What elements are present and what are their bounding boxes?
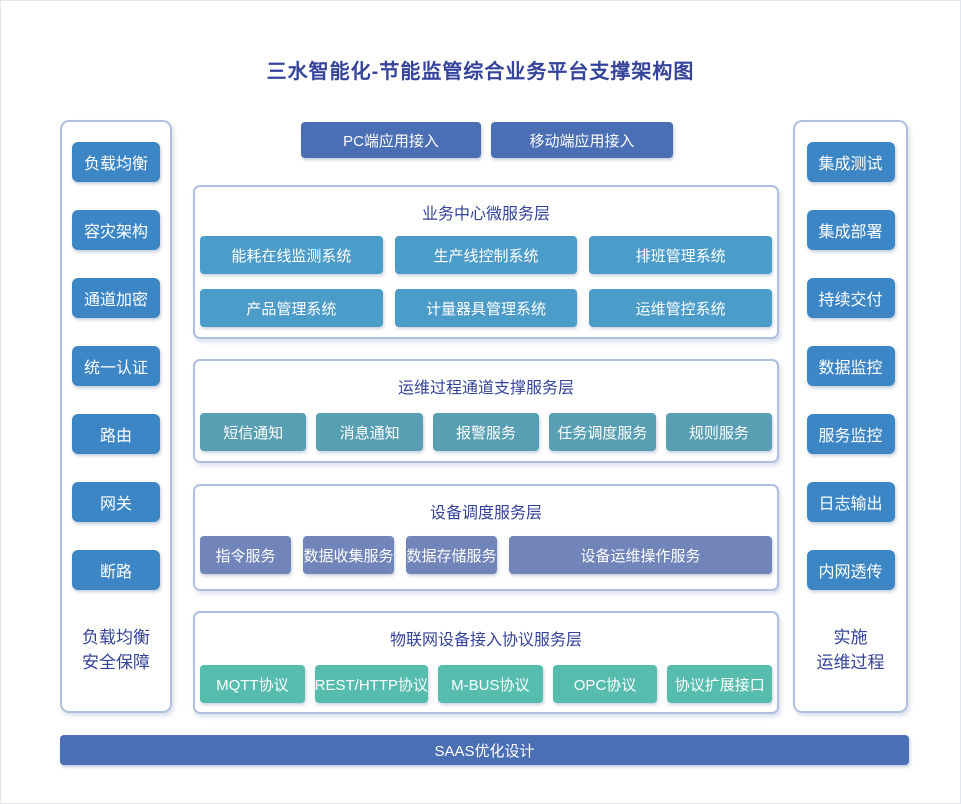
layer-title: 运维过程通道支撑服务层 xyxy=(397,380,574,397)
layer3-row1: 指令服务数据收集服务数据存储服务设备运维操作服务 xyxy=(200,536,772,574)
left-panel-box: 网关 xyxy=(72,482,160,522)
right-panel-box: 数据监控 xyxy=(806,346,895,386)
layer1-row1: 能耗在线监测系统生产线控制系统排班管理系统 xyxy=(200,236,773,274)
left-panel-box: 统一认证 xyxy=(72,346,160,386)
layer2-row1: 短信通知消息通知报警服务任务调度服务规则服务 xyxy=(200,413,773,451)
protocol-box: OPC协议 xyxy=(552,665,658,703)
right-panel-box: 服务监控 xyxy=(806,414,895,454)
scheduling-service-box: 指令服务 xyxy=(200,536,291,574)
layer-title: 物联网设备接入协议服务层 xyxy=(389,632,582,649)
pc-app-entry-box: PC端应用接入 xyxy=(301,122,481,158)
right-panel-caption: 实施 运维过程 xyxy=(795,625,906,675)
protocol-box: 协议扩展接口 xyxy=(667,665,773,703)
left-panel-load-balance-security: 负载均衡容灾架构通道加密统一认证路由网关断路 负载均衡 安全保障 xyxy=(60,120,172,713)
business-system-box: 排班管理系统 xyxy=(589,236,773,274)
protocol-box: M-BUS协议 xyxy=(438,665,543,703)
diagram-title: 三水智能化-节能监管综合业务平台支撑架构图 xyxy=(266,61,695,83)
layer-title: 业务中心微服务层 xyxy=(421,206,550,223)
left-panel-box: 通道加密 xyxy=(72,278,160,318)
right-panel-items: 集成测试集成部署持续交付数据监控服务监控日志输出内网透传 xyxy=(795,122,906,590)
layer-device-scheduling: 设备调度服务层 指令服务数据收集服务数据存储服务设备运维操作服务 xyxy=(193,484,779,591)
left-panel-box: 路由 xyxy=(72,414,160,454)
channel-service-box: 消息通知 xyxy=(316,413,423,451)
right-panel-box: 集成部署 xyxy=(806,210,895,250)
left-panel-box: 断路 xyxy=(72,550,160,590)
business-system-box: 运维管控系统 xyxy=(589,289,773,327)
channel-service-box: 短信通知 xyxy=(200,413,307,451)
right-panel-box: 内网透传 xyxy=(806,550,895,590)
right-panel-box: 持续交付 xyxy=(806,278,895,318)
left-panel-box: 容灾架构 xyxy=(72,210,160,250)
mobile-app-entry-box: 移动端应用接入 xyxy=(491,122,673,158)
scheduling-service-box: 数据收集服务 xyxy=(303,536,394,574)
left-panel-box: 负载均衡 xyxy=(72,142,160,182)
business-system-box: 生产线控制系统 xyxy=(394,236,578,274)
business-system-box: 产品管理系统 xyxy=(200,289,383,327)
left-panel-caption-line2: 安全保障 xyxy=(82,653,150,672)
app-entry-row: PC端应用接入 移动端应用接入 xyxy=(301,122,673,158)
right-panel-box: 日志输出 xyxy=(806,482,895,522)
right-panel-caption-line2: 运维过程 xyxy=(816,653,885,672)
layer-business-microservices: 业务中心微服务层 能耗在线监测系统生产线控制系统排班管理系统 产品管理系统计量器… xyxy=(193,185,779,339)
channel-service-box: 报警服务 xyxy=(432,413,540,451)
business-system-box: 计量器具管理系统 xyxy=(394,289,578,327)
left-panel-caption: 负载均衡 安全保障 xyxy=(62,625,170,675)
channel-service-box: 规则服务 xyxy=(665,413,773,451)
saas-optimization-bar: SAAS优化设计 xyxy=(60,735,909,765)
right-panel-box: 集成测试 xyxy=(806,142,895,182)
scheduling-service-box: 数据存储服务 xyxy=(406,536,497,574)
protocol-box: REST/HTTP协议 xyxy=(314,665,429,703)
channel-service-box: 任务调度服务 xyxy=(549,413,656,451)
right-panel-implementation-ops: 集成测试集成部署持续交付数据监控服务监控日志输出内网透传 实施 运维过程 xyxy=(793,120,908,713)
left-panel-items: 负载均衡容灾架构通道加密统一认证路由网关断路 xyxy=(62,122,170,590)
layer-title: 设备调度服务层 xyxy=(429,505,542,522)
layer-ops-channel-support: 运维过程通道支撑服务层 短信通知消息通知报警服务任务调度服务规则服务 xyxy=(193,359,779,463)
protocol-box: MQTT协议 xyxy=(200,665,305,703)
right-panel-caption-line1: 实施 xyxy=(833,628,868,647)
business-system-box: 能耗在线监测系统 xyxy=(200,236,383,274)
layer1-row2: 产品管理系统计量器具管理系统运维管控系统 xyxy=(200,289,773,327)
scheduling-service-box: 设备运维操作服务 xyxy=(509,536,772,574)
left-panel-caption-line1: 负载均衡 xyxy=(82,628,150,647)
